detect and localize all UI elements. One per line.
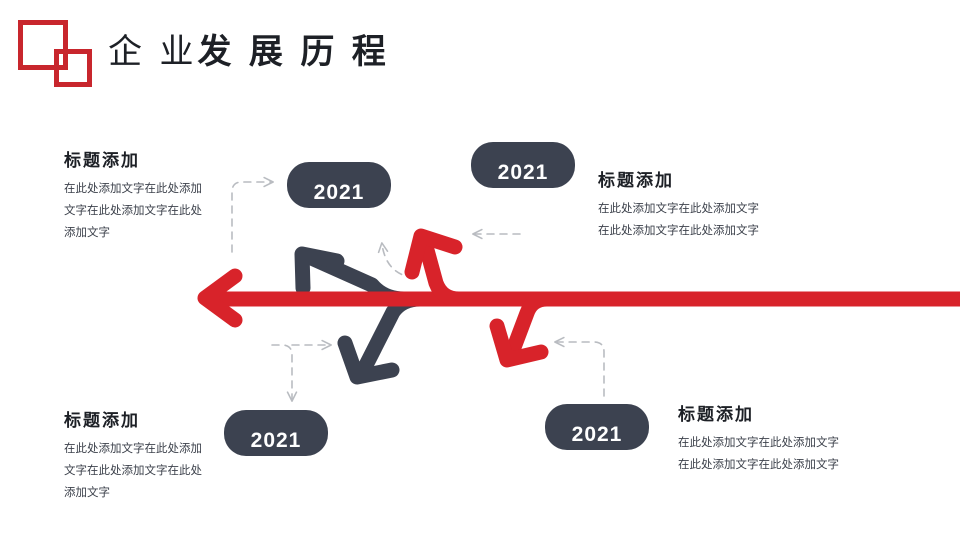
logo-square-large-icon	[18, 20, 68, 70]
milestone-pill-bottom-right[interactable]: 2021	[545, 404, 649, 450]
red-branch-arrow-down-left	[489, 291, 588, 368]
block-body-line: 在此处添加文字在此处添加文字	[598, 203, 759, 215]
dashed-connector-bottom-left	[271, 339, 332, 402]
milestone-pill-top-right[interactable]: 2021	[471, 142, 575, 188]
page-title-light: 企 业	[108, 33, 198, 71]
block-body-line: 在此处添加文字在此处添加文字	[598, 225, 759, 237]
block-body-line: 在此处添加文字在此处添加文字	[678, 459, 839, 471]
overlapping-squares-logo	[18, 20, 114, 87]
block-body-line: 在此处添加文字在此处添加文字	[678, 437, 839, 449]
milestone-pill-bottom-left[interactable]: 2021	[224, 410, 328, 456]
content-block-top-right: 标题添加 在此处添加文字在此处添加文字 在此处添加文字在此处添加文字	[598, 166, 759, 242]
page-header: 企 业发 展 历 程	[0, 0, 960, 104]
milestone-year-label: 2021	[571, 423, 623, 446]
content-block-bottom-right: 标题添加 在此处添加文字在此处添加文字 在此处添加文字在此处添加文字	[678, 400, 839, 476]
block-title: 标题添加	[64, 151, 140, 170]
block-body-line: 文字在此处添加文字在此处	[64, 205, 202, 217]
block-body-line: 在此处添加文字在此处添加	[64, 443, 202, 455]
block-body-line: 文字在此处添加文字在此处	[64, 465, 202, 477]
navy-branch-arrow-up-left	[294, 246, 568, 307]
dashed-connector-top-right	[377, 228, 521, 279]
block-body-line: 添加文字	[64, 487, 110, 499]
block-body-line: 在此处添加文字在此处添加	[64, 183, 202, 195]
block-title: 标题添加	[64, 411, 140, 430]
page-title-bold: 发 展 历 程	[197, 33, 390, 71]
milestone-year-label: 2021	[250, 429, 302, 452]
navy-branch-arrow-down-right	[337, 291, 568, 385]
block-title: 标题添加	[598, 171, 674, 190]
milestone-pill-top-left[interactable]: 2021	[287, 162, 391, 208]
red-branch-arrow-up-left	[404, 228, 526, 307]
logo-square-small-icon	[54, 49, 92, 87]
red-horizontal-arrow-pointing-left	[197, 268, 960, 328]
milestone-year-label: 2021	[313, 181, 365, 204]
milestone-year-label: 2021	[497, 161, 549, 184]
dashed-connector-bottom-right	[554, 336, 605, 397]
page-title: 企 业发 展 历 程	[108, 26, 390, 78]
content-block-top-left: 标题添加 在此处添加文字在此处添加 文字在此处添加文字在此处 添加文字	[64, 146, 202, 244]
block-title: 标题添加	[678, 405, 754, 424]
content-block-bottom-left: 标题添加 在此处添加文字在此处添加 文字在此处添加文字在此处 添加文字	[64, 406, 202, 504]
dashed-connector-top-left	[231, 176, 274, 253]
block-body-line: 添加文字	[64, 227, 110, 239]
